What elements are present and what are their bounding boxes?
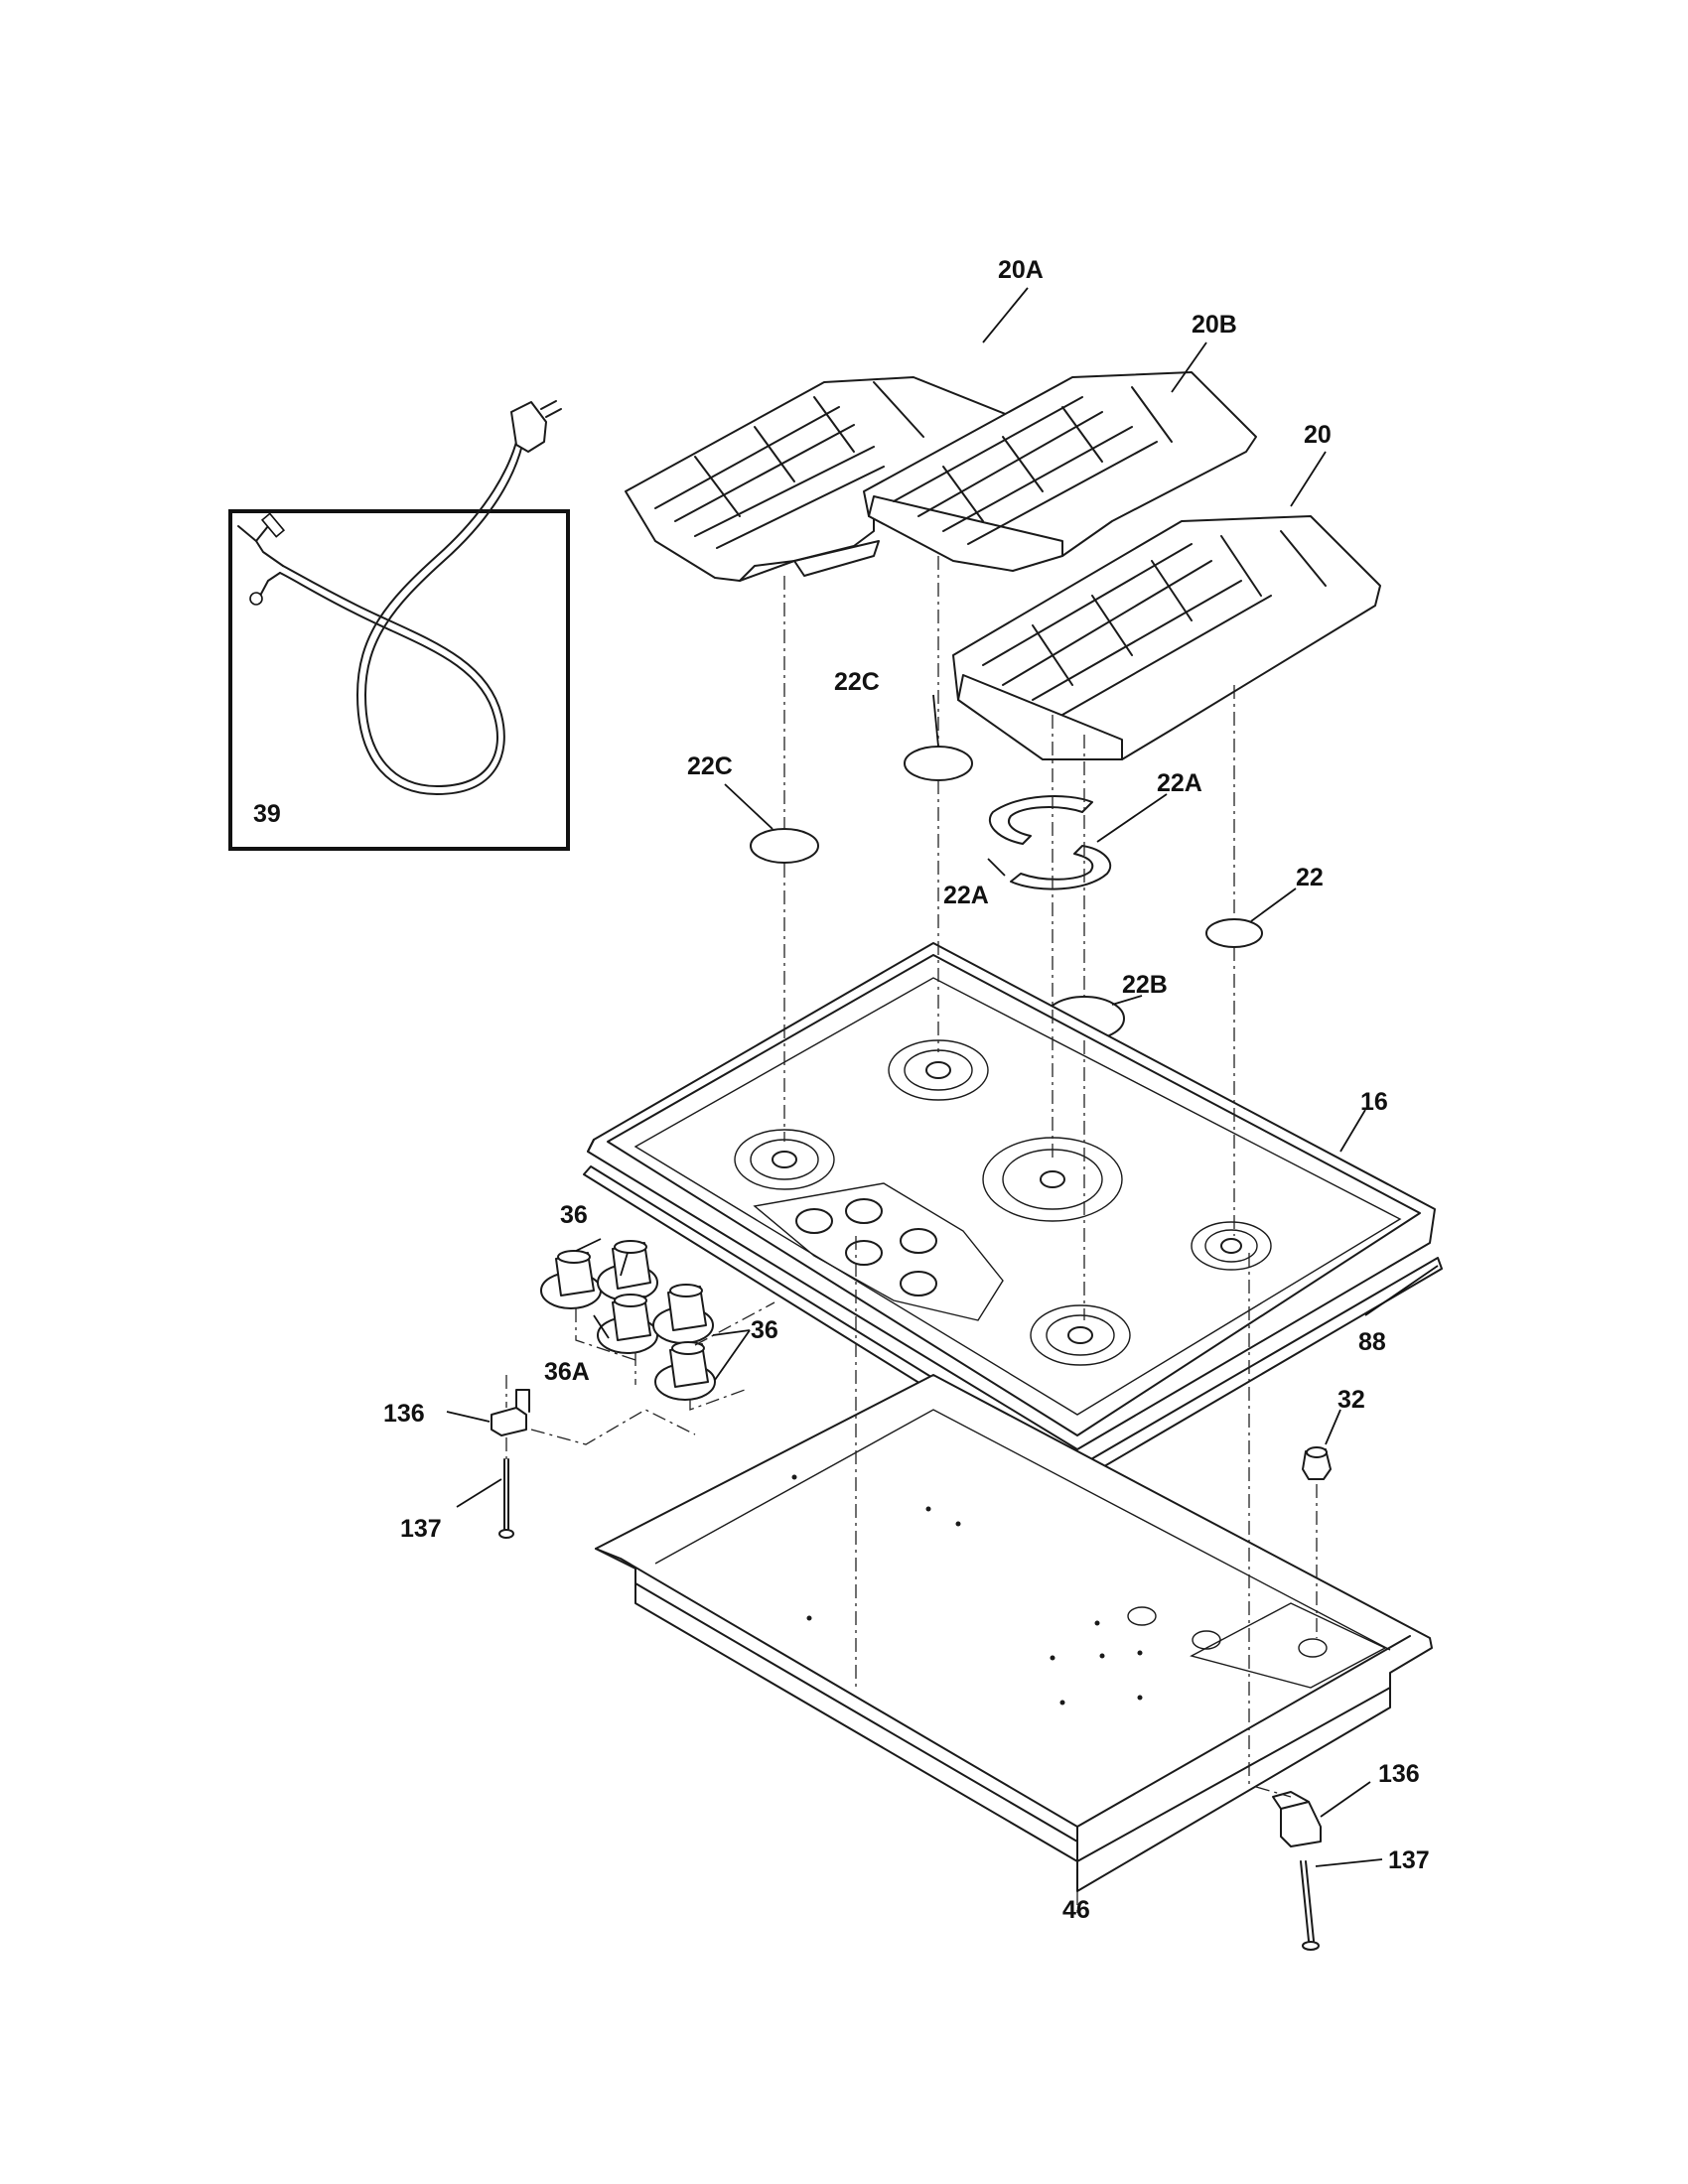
power-cord-icon: [237, 400, 562, 795]
callout-32: 32: [1337, 1386, 1365, 1414]
callout-20B: 20B: [1192, 311, 1237, 339]
callout-22: 22: [1296, 864, 1324, 891]
knob-36-c: [652, 1284, 714, 1344]
callout-39: 39: [253, 800, 281, 828]
burner-ring-22A-lower: [1010, 845, 1112, 890]
callout-20A: 20A: [998, 256, 1044, 284]
callout-16: 16: [1360, 1088, 1388, 1116]
knob-36A: [597, 1294, 658, 1354]
power-cord-inset: 39: [228, 400, 570, 851]
callout-136-left: 136: [383, 1400, 425, 1428]
callout-labels: 20A 20B 20 22C 22C 22A 22A 22 22B 16 36 …: [383, 256, 1430, 1924]
callout-20: 20: [1304, 421, 1332, 449]
burner-cap-22C-mid: [904, 746, 973, 781]
callout-22C-left: 22C: [687, 752, 733, 780]
callout-88: 88: [1358, 1328, 1386, 1356]
grate-20A: [625, 376, 1014, 582]
grate-20: [952, 515, 1381, 760]
burner-head-5: [1030, 1304, 1131, 1366]
knob-36-b: [597, 1240, 658, 1301]
grate-20B: [863, 371, 1257, 572]
callout-22B: 22B: [1122, 971, 1168, 999]
callout-137-left: 137: [400, 1515, 442, 1543]
callout-22A-left: 22A: [943, 882, 989, 909]
alignment-lines: [505, 556, 1318, 1916]
callout-36A: 36A: [544, 1358, 590, 1386]
callout-36-right: 36: [751, 1316, 778, 1344]
cooktop-16: [587, 942, 1436, 1450]
screw-137-left: [498, 1458, 514, 1539]
knob-36-d: [654, 1341, 716, 1401]
callout-137-right: 137: [1388, 1846, 1430, 1874]
callout-22A-right: 22A: [1157, 769, 1202, 797]
bracket-136-left: [491, 1389, 530, 1436]
callout-22C-mid: 22C: [834, 668, 880, 696]
leader-lines: [446, 287, 1439, 1891]
spark-module-32: [1302, 1446, 1332, 1480]
knob-36-a: [540, 1250, 602, 1309]
control-knobs: [540, 1240, 716, 1401]
callout-136-right: 136: [1378, 1760, 1420, 1788]
callout-36-top: 36: [560, 1201, 588, 1229]
burner-cap-22: [1205, 918, 1263, 948]
screw-137-right: [1300, 1860, 1320, 1951]
callout-46: 46: [1062, 1896, 1090, 1924]
burner-box-46: [595, 1374, 1433, 1892]
burner-ring-22A-upper: [988, 795, 1093, 845]
bracket-136-right: [1272, 1791, 1322, 1847]
burner-head-4: [1191, 1221, 1272, 1271]
burner-cap-22C-left: [750, 828, 819, 864]
